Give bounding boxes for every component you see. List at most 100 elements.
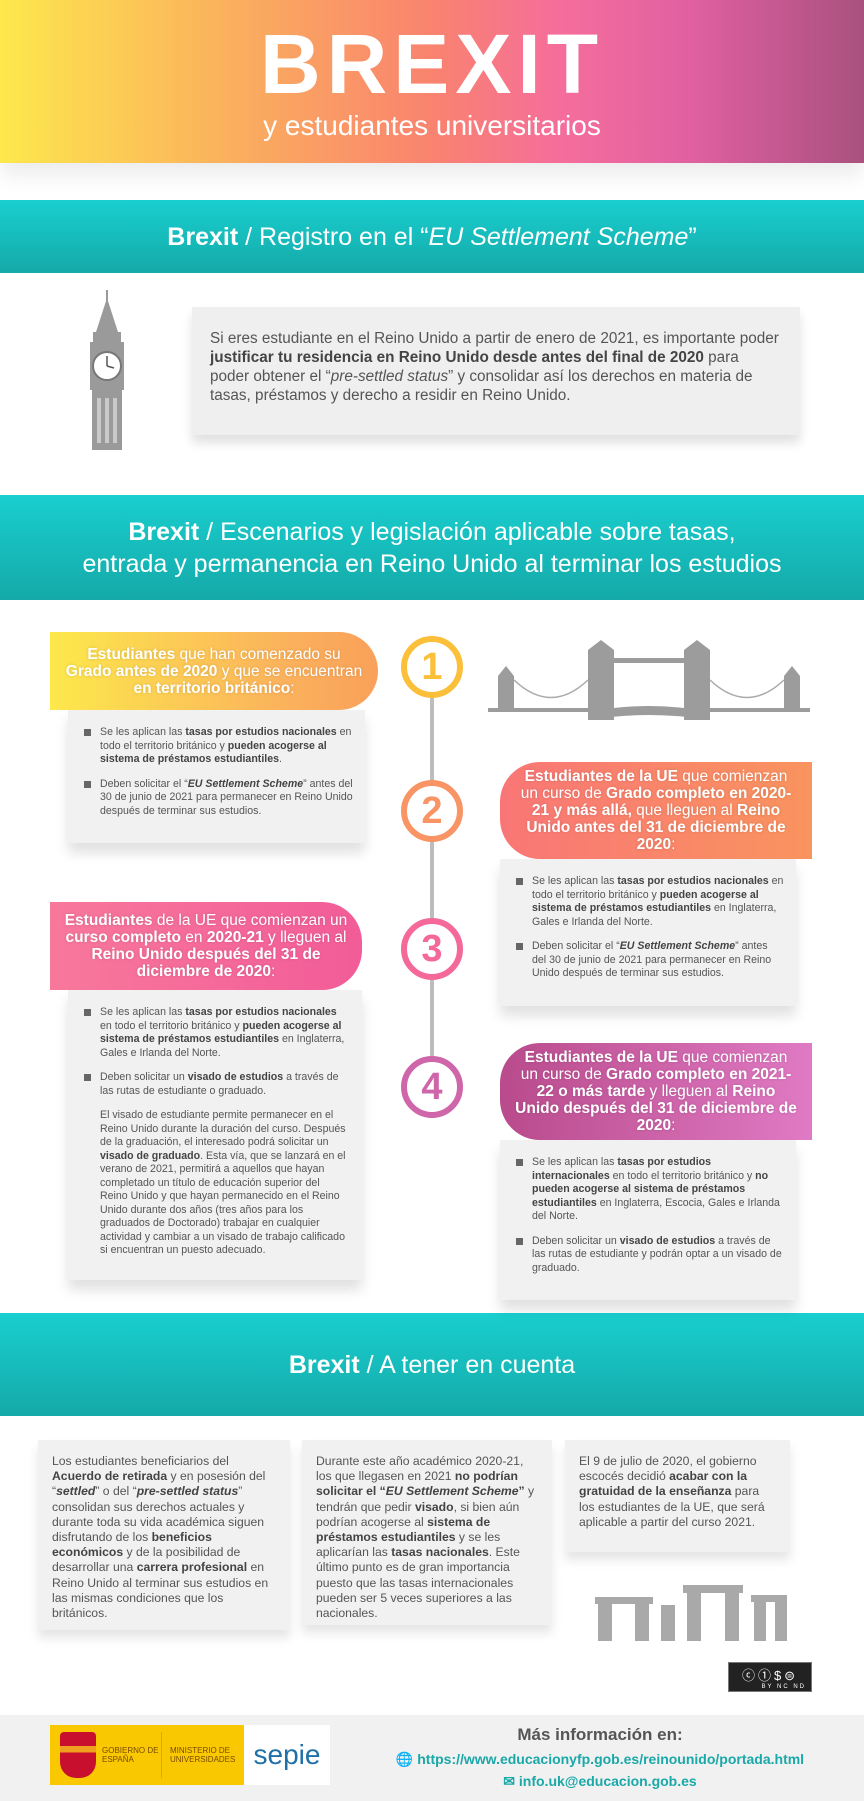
scenario-header-text: Estudiantes de la UE que comienzan un cu…	[514, 1049, 798, 1134]
text-segment: El 9 de julio de 2020, el gobierno escoc…	[579, 1454, 757, 1484]
text-segment: .	[279, 753, 282, 765]
section-header-escenarios: Brexit / Escenarios y legislación aplica…	[0, 495, 864, 600]
scenario-number-4: 4	[401, 1056, 463, 1118]
gobierno-label: GOBIERNO DE ESPAÑA	[102, 1732, 162, 1778]
text-segment: ” antes del 30 de junio de 2021 para per…	[100, 777, 353, 817]
band-brand: Brexit	[167, 222, 239, 251]
creative-commons-badge[interactable]: ⓒ①$⊜ BY NC ND	[728, 1662, 812, 1692]
text-segment: ” y consolidar así los derechos en mater…	[210, 368, 753, 404]
text-segment: :	[671, 1117, 676, 1134]
text-segment: visado	[414, 1499, 454, 1514]
text-segment: pueden acogerse al sistema de préstamos …	[100, 1019, 342, 1046]
scenario-card-4: Estudiantes de la UE que comienzan un cu…	[500, 1043, 812, 1300]
hero-subtitle: y estudiantes universitarios	[263, 110, 601, 141]
text-segment: en todo el territorio británico y	[100, 726, 352, 752]
text-segment: y en posesión del “	[52, 1469, 266, 1499]
text-segment: para los estudiantes de la UE, que será …	[579, 1484, 765, 1529]
band-title-line1: / Escenarios y legislación aplicable sob…	[199, 517, 736, 546]
text-segment: Estudiantes de la UE	[524, 768, 678, 785]
section-header-tener-en-cuenta: Brexit / A tener en cuenta	[0, 1313, 864, 1416]
scenario-header-1: Estudiantes que han comenzado su Grado a…	[50, 632, 378, 710]
coat-of-arms-icon	[60, 1732, 96, 1778]
bullet-item: Se les aplican las tasas por estudios in…	[514, 1156, 784, 1224]
text-segment: en	[180, 929, 207, 946]
scenario-body-4: Se les aplican las tasas por estudios in…	[500, 1140, 796, 1300]
scenario-body-1: Se les aplican las tasas por estudios na…	[68, 710, 365, 843]
scenario-number-1: 1	[401, 636, 463, 698]
hero-banner: BREXIT y estudiantes universitarios	[0, 0, 864, 163]
band-brand: Brexit	[128, 517, 200, 546]
scenario-header-2: Estudiantes de la UE que comienzan un cu…	[500, 762, 812, 859]
email-link[interactable]: ✉ info.uk@educacion.gob.es	[400, 1773, 800, 1790]
text-segment: Deben solicitar un	[532, 1234, 620, 1247]
text-segment: EU Settlement Scheme	[385, 1484, 519, 1499]
text-segment: Estudiantes	[87, 645, 176, 663]
band-brand: Brexit	[288, 1350, 360, 1379]
text-segment: y lleguen al	[645, 1083, 733, 1100]
note-escocia: El 9 de julio de 2020, el gobierno escoc…	[565, 1440, 790, 1552]
envelope-icon: ✉	[503, 1773, 519, 1789]
text-segment: pueden acogerse al sistema de préstamos …	[532, 888, 759, 915]
text-segment: pre-settled status	[330, 368, 449, 385]
section-header-registro: Brexit / Registro en el “EU Settlement S…	[0, 200, 864, 273]
band-title: / Registro en el “	[238, 222, 429, 251]
text-segment: justificar tu residencia en Reino Unido …	[210, 349, 704, 366]
text-segment: y lleguen al	[263, 929, 347, 946]
bullet-item: Deben solicitar el “EU Settlement Scheme…	[514, 940, 784, 981]
text-segment: en Inglaterra, Escocia, Gales e Irlanda …	[532, 1196, 780, 1223]
stonehenge-icon	[595, 1585, 787, 1641]
text-segment: a través de las rutas de estudiante y po…	[532, 1234, 782, 1274]
tower-bridge-icon	[488, 640, 810, 720]
website-link[interactable]: 🌐 https://www.educacionyfp.gob.es/reinou…	[380, 1751, 820, 1768]
visa-explanation: El visado de estudiante permite permanec…	[82, 1109, 350, 1258]
band-title-line2: entrada y permanencia en Reino Unido al …	[82, 549, 782, 578]
bullet-item: Deben solicitar el “EU Settlement Scheme…	[82, 778, 353, 819]
text-segment: curso completo	[65, 929, 181, 946]
text-segment: Reino Unido después del 31 de diciembre …	[91, 946, 321, 980]
text-segment: Los estudiantes beneficiarios del	[52, 1454, 229, 1468]
text-segment: ” antes del 30 de junio de 2021 para per…	[532, 940, 772, 979]
text-segment: :	[271, 963, 276, 980]
text-segment: acabar con la gratuidad de la enseñanza	[579, 1469, 748, 1499]
band-title-italic: EU Settlement Scheme	[428, 222, 689, 251]
scenario-card-2: Estudiantes de la UE que comienzan un cu…	[500, 762, 812, 1006]
globe-icon: 🌐	[395, 1751, 418, 1767]
text-segment: carrera profesional	[136, 1560, 248, 1575]
website-url[interactable]: https://www.educacionyfp.gob.es/reinouni…	[417, 1751, 805, 1767]
big-ben-icon	[90, 290, 124, 450]
scenario-header-text: Estudiantes que han comenzado su Grado a…	[64, 646, 364, 697]
text-segment: . Este último punto es de gran importanc…	[316, 1545, 520, 1621]
email-address[interactable]: info.uk@educacion.gob.es	[518, 1773, 697, 1789]
sepie-logo: sepie	[244, 1725, 330, 1785]
timeline-line	[430, 665, 434, 1095]
text-segment: Estudiantes	[64, 912, 153, 929]
hero-title: BREXIT	[259, 17, 605, 111]
text-segment: que lleguen al	[631, 802, 738, 819]
text-segment: y tendrán que pedir	[316, 1484, 535, 1514]
footer: GOBIERNO DE ESPAÑA MINISTERIO DE UNIVERS…	[0, 1715, 864, 1801]
text-segment: Grado antes de 2020	[65, 662, 218, 680]
cc-by-nc-nd-icon: ⓒ①$⊜	[741, 1667, 799, 1683]
text-segment: pre-settled status	[136, 1484, 239, 1499]
text-segment: en Inglaterra, Gales e Irlanda del Norte…	[532, 902, 777, 928]
text-segment: Grado completo en 2021-22 o más tarde	[536, 1066, 792, 1100]
text-segment: Reino Unido antes del 31 de diciembre de…	[526, 802, 786, 853]
text-segment: EU Settlement Scheme	[619, 940, 736, 952]
text-segment: visado de estudios	[619, 1234, 716, 1247]
scenario-header-4: Estudiantes de la UE que comienzan un cu…	[500, 1043, 812, 1140]
bullet-item: Se les aplican las tasas por estudios na…	[514, 875, 784, 929]
ministerio-label: MINISTERIO DE UNIVERSIDADES	[170, 1746, 236, 1764]
text-segment: Acuerdo de retirada	[52, 1469, 168, 1484]
cc-labels: BY NC ND	[761, 1683, 806, 1690]
scenario-card-1: Estudiantes que han comenzado su Grado a…	[50, 632, 378, 843]
band-title: / A tener en cuenta	[359, 1350, 576, 1379]
bullet-item: Se les aplican las tasas por estudios na…	[82, 726, 353, 767]
bullet-item: Deben solicitar un visado de estudios a …	[514, 1235, 784, 1276]
text-segment: y que se encuentran	[217, 662, 363, 680]
text-segment: tasas por estudios internacionales	[532, 1156, 711, 1182]
text-segment: Durante este año académico 2020-21, los …	[316, 1454, 524, 1484]
text-segment: en Inglaterra, Gales e Irlanda del Norte…	[100, 1033, 345, 1059]
text-segment: tasas por estudios nacionales	[185, 1006, 337, 1018]
bullet-item: Se les aplican las tasas por estudios na…	[82, 1006, 350, 1060]
registro-info-box: Si eres estudiante en el Reino Unido a p…	[192, 307, 800, 435]
